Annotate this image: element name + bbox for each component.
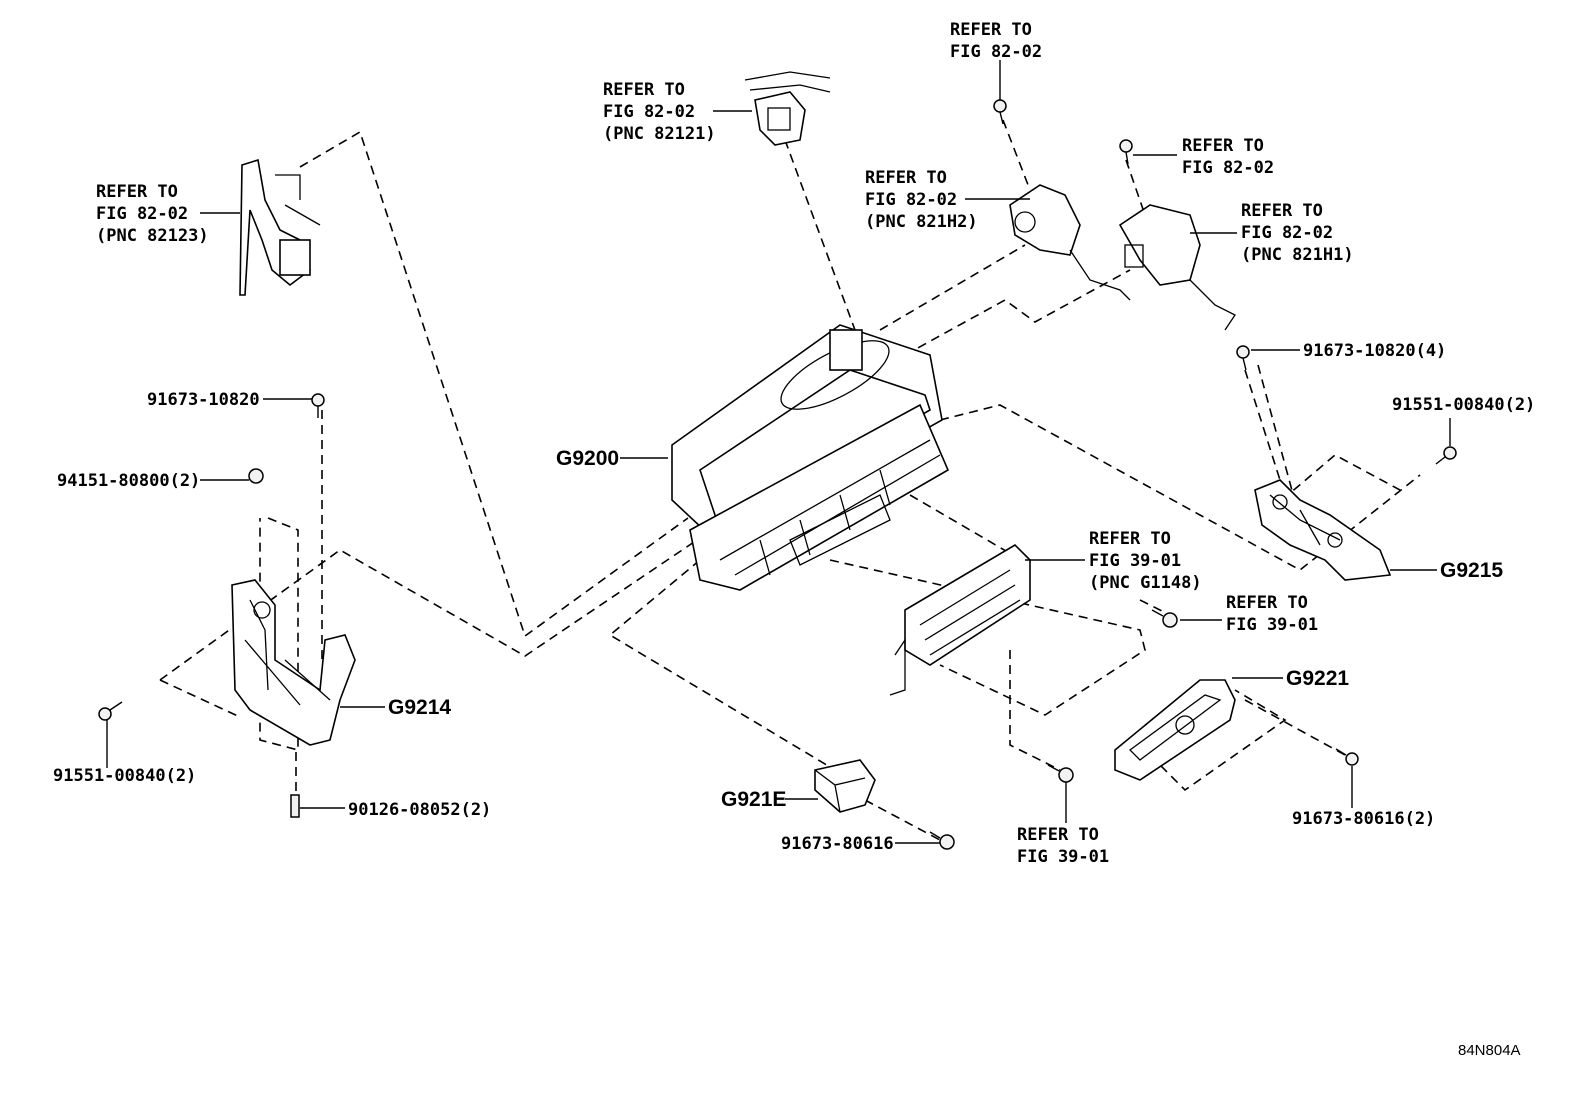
callout-g9200: G9200 [556,447,619,470]
bolt-refer-3901-bottom-icon [1047,764,1074,783]
harness-clamp-82123[interactable] [239,158,321,296]
ref-82121-line1: REFER TO [603,80,685,100]
ref-3901-right-line1: REFER TO [1226,593,1308,613]
sensor-821h1[interactable] [1118,204,1236,331]
bracket-g9214[interactable] [231,579,356,746]
refer-to-labels: REFER TO FIG 82-02 (PNC 82123) REFER TO … [96,20,1354,867]
bolt-91551-00840-left-icon [98,701,123,721]
ref-g1148-line3: (PNC G1148) [1089,573,1202,593]
ref-821h2-line3: (PNC 821H2) [865,212,978,232]
ref-3901-bottom-line1: REFER TO [1017,825,1099,845]
ref-82123-line1: REFER TO [96,182,178,202]
ref-82123-line2: FIG 82-02 [96,204,188,224]
pn-91673-10820-left: 91673-10820 [147,390,260,410]
ref-821h1-line3: (PNC 821H1) [1241,245,1354,265]
bolt-refer-3901-right-icon [1151,609,1178,628]
pn-90126-08052: 90126-08052(2) [348,800,491,820]
callout-g9215: G9215 [1440,559,1503,582]
bolt-91673-80616-center-icon [929,831,955,850]
stud-90126-08052-icon [290,794,300,818]
pn-94151-80800: 94151-80800(2) [57,471,200,491]
ref-top-line2: FIG 82-02 [950,42,1042,62]
illustration-code: 84N804A [1458,1042,1521,1059]
callout-labels: G9200 G9214 G9215 G9221 G921E [388,447,1503,811]
ref-g1148-line1: REFER TO [1089,529,1171,549]
bolt-refer-top-icon [993,99,1007,125]
pn-91551-00840-right: 91551-00840(2) [1392,395,1535,415]
inverter-assembly-g9200[interactable] [671,324,950,591]
callout-g9214: G9214 [388,696,451,719]
nut-94151-80800-icon [248,468,264,484]
ref-g1148-line2: FIG 39-01 [1089,551,1181,571]
bracket-g9215[interactable] [1254,479,1392,581]
bolt-91673-10820-left-icon [311,393,325,418]
bolt-91673-80616-right-icon [1335,748,1359,766]
ref-3901-right-line2: FIG 39-01 [1226,615,1318,635]
callout-g921e: G921E [721,788,786,811]
cover-g9221[interactable] [1114,679,1236,781]
ref-3901-bottom-line2: FIG 39-01 [1017,847,1109,867]
bolt-91551-00840-right-icon [1435,446,1457,465]
ref-821h1-line2: FIG 82-02 [1241,223,1333,243]
ref-821h2-line2: FIG 82-02 [865,190,957,210]
ref-82121-line2: FIG 82-02 [603,102,695,122]
pn-91673-80616-right: 91673-80616(2) [1292,809,1435,829]
part-number-labels: 91673-10820 94151-80800(2) 91551-00840(2… [53,341,1535,854]
connector-plate-g1148[interactable] [889,543,1031,696]
ref-82121-line3: (PNC 82121) [603,124,716,144]
bracket-g921e[interactable] [814,759,876,813]
ref-top-line1: REFER TO [950,20,1032,40]
bolt-91673-10820-right-icon [1236,345,1250,371]
ref-821h2-line1: REFER TO [865,168,947,188]
ref-821h1-line1: REFER TO [1241,201,1323,221]
ref-82123-line3: (PNC 82123) [96,226,209,246]
sensor-82121[interactable] [744,71,831,146]
leader-lines [106,60,1451,844]
ref-right-top-line1: REFER TO [1182,136,1264,156]
pn-91673-10820-right: 91673-10820(4) [1303,341,1446,361]
bolt-icons [98,99,1457,850]
sensor-821h2[interactable] [1009,184,1131,301]
ref-right-top-line2: FIG 82-02 [1182,158,1274,178]
callout-g9221: G9221 [1286,667,1349,690]
pn-91673-80616-center: 91673-80616 [781,834,894,854]
bolt-refer-right-top-icon [1119,139,1133,165]
pn-91551-00840-left: 91551-00840(2) [53,766,196,786]
